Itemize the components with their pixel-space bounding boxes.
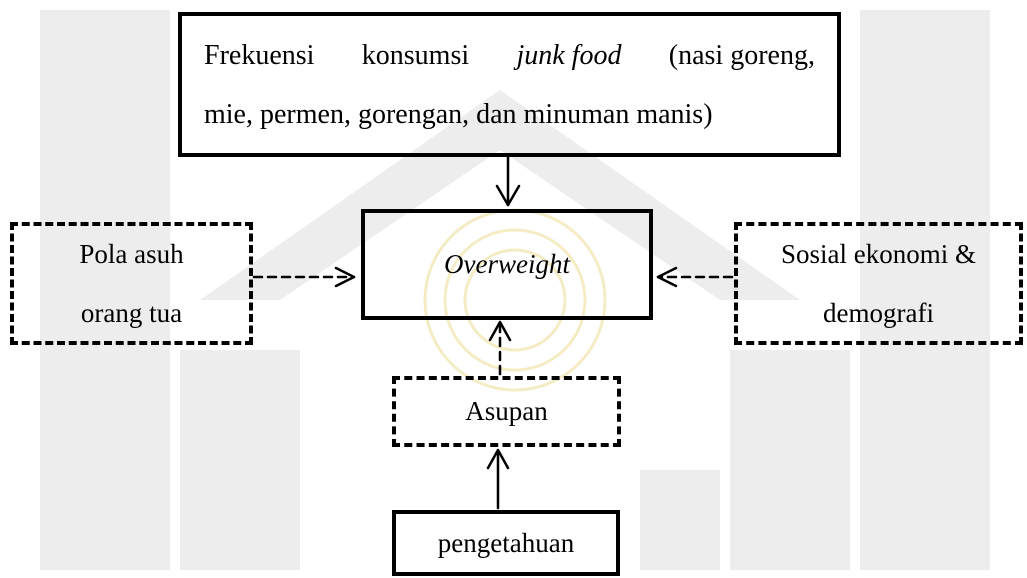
- top-box-line-1: Frekuensi konsumsi junk food (nasi goren…: [204, 26, 815, 85]
- intake-label: Asupan: [465, 396, 548, 427]
- knowledge-label: pengetahuan: [437, 527, 575, 558]
- arrowhead-knowledge-to-intake: [486, 448, 510, 470]
- watermark-left-bar: [40, 10, 170, 570]
- socioeconomic-demographic-box: Sosial ekonomi & demografi: [734, 222, 1023, 345]
- watermark-seal-inner: [443, 228, 587, 372]
- arrowhead-intake-to-overweight: [488, 320, 512, 342]
- left-box-line-1: Pola asuh: [79, 239, 184, 270]
- arrowhead-left-to-overweight: [334, 266, 356, 288]
- top-box-word-2: konsumsi: [361, 39, 470, 71]
- watermark-block-right: [730, 350, 850, 570]
- watermark-seal-core: [463, 248, 567, 352]
- top-box-word-1: Frekuensi: [204, 39, 315, 71]
- arrowhead-right-to-overweight: [656, 266, 678, 288]
- watermark-block-small: [640, 470, 720, 570]
- overweight-box: Overweight: [361, 209, 653, 320]
- overweight-label: Overweight: [444, 249, 570, 280]
- junk-food-frequency-box: Frekuensi konsumsi junk food (nasi goren…: [178, 12, 841, 157]
- top-box-line-2: mie, permen, gorengan, dan minuman manis…: [204, 85, 815, 144]
- watermark-right-bar: [860, 10, 990, 570]
- right-box-line-2: demografi: [823, 297, 934, 328]
- top-box-line-2-text: mie, permen, gorengan, dan minuman manis…: [204, 98, 713, 130]
- arrowhead-top-to-overweight: [495, 184, 521, 207]
- watermark-block-left: [180, 350, 300, 570]
- top-box-italic-term: junk food: [516, 39, 622, 71]
- right-box-line-1: Sosial ekonomi &: [781, 239, 976, 270]
- left-box-line-2: orang tua: [80, 297, 183, 328]
- parenting-pattern-box: Pola asuh orang tua: [10, 222, 253, 345]
- intake-box: Asupan: [392, 376, 621, 447]
- top-box-line-1-rest: (nasi goreng,: [668, 39, 815, 71]
- knowledge-box: pengetahuan: [392, 510, 620, 576]
